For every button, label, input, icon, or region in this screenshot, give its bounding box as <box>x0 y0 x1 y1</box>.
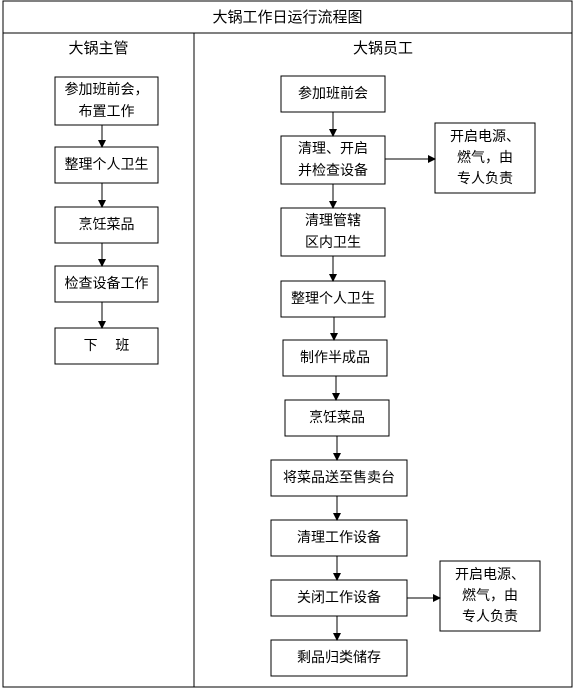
side-note-box-1 <box>434 122 536 194</box>
right-step-box-10 <box>270 639 408 677</box>
right-step-1: 参加班前会 <box>298 86 368 102</box>
lane-header-left: 大锅主管 <box>68 39 129 57</box>
page-title: 大锅工作日运行流程图 <box>212 8 363 26</box>
right-step-4: 整理个人卫生 <box>291 291 375 307</box>
right-step-10: 剩品归类储存 <box>297 650 381 666</box>
right-step-box-8 <box>270 519 408 557</box>
left-step-box-2 <box>54 146 159 184</box>
right-step-7: 将菜品送至售卖台 <box>283 470 395 486</box>
left-step-4: 检查设备工作 <box>64 276 149 292</box>
side-note-2: 开启电源、 燃气，由 专人负责 <box>455 566 525 625</box>
left-step-box-5 <box>54 327 159 365</box>
right-step-9: 关闭工作设备 <box>297 590 381 606</box>
right-step-box-9 <box>270 579 408 617</box>
side-note-box-2 <box>439 560 541 632</box>
left-step-1: 参加班前会， 布置工作 <box>64 82 149 120</box>
right-step-5: 制作半成品 <box>300 350 370 366</box>
right-step-8: 清理工作设备 <box>297 530 381 546</box>
right-step-box-5 <box>282 339 388 377</box>
right-step-3: 清理管辖 区内卫生 <box>305 213 361 251</box>
lane-header-right: 大锅员工 <box>352 39 413 57</box>
left-step-box-3 <box>54 206 159 244</box>
right-step-box-6 <box>284 399 390 437</box>
right-step-box-2 <box>280 135 386 185</box>
right-step-2: 清理、开启 并检查设备 <box>298 141 368 179</box>
left-step-3: 烹饪菜品 <box>78 217 135 233</box>
left-step-box-4 <box>54 265 159 303</box>
right-step-6: 烹饪菜品 <box>309 410 365 426</box>
right-step-box-1 <box>280 75 386 113</box>
left-step-2: 整理个人卫生 <box>64 157 149 173</box>
side-note-1: 开启电源、 燃气，由 专人负责 <box>450 128 520 187</box>
right-step-box-7 <box>270 459 408 497</box>
left-step-5: 下 班 <box>83 338 130 354</box>
left-step-box-1 <box>54 76 159 126</box>
right-step-box-3 <box>280 207 386 257</box>
